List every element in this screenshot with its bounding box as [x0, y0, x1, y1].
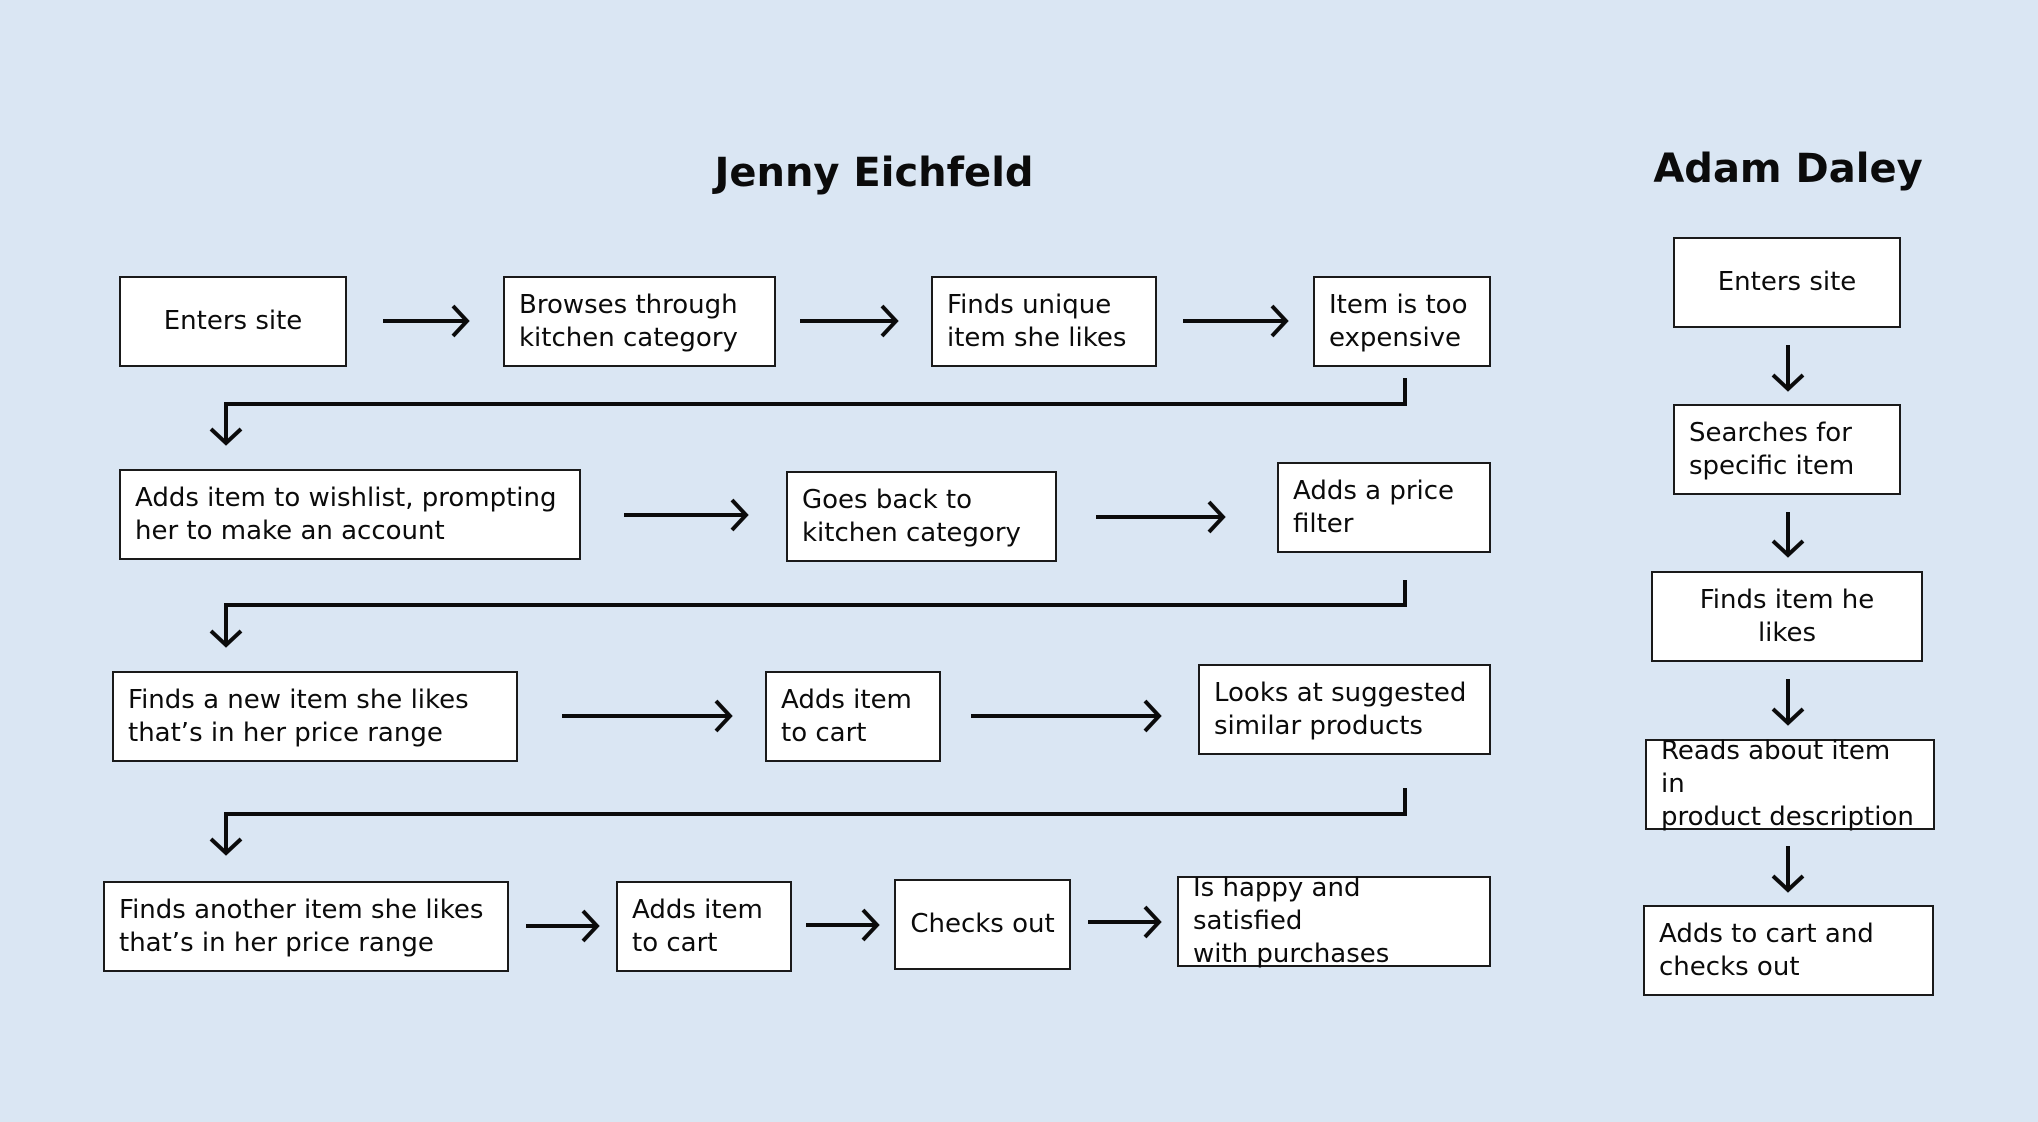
arrow-icon [800, 304, 899, 338]
arrow-icon [383, 304, 470, 338]
adam-step-searches-specific-item: Searches for specific item [1673, 404, 1901, 495]
jenny-step-looks-at-suggested-products: Looks at suggested similar products [1198, 664, 1491, 755]
jenny-step-enters-site: Enters site [119, 276, 347, 367]
arrow-icon [971, 699, 1162, 733]
jenny-step-browses-kitchen-category: Browses through kitchen category [503, 276, 776, 367]
jenny-step-happy-with-purchases: Is happy and satisfied with purchases [1177, 873, 1491, 969]
down-arrow-icon [1771, 345, 1805, 392]
arrow-icon [624, 498, 749, 532]
jenny-step-adds-to-wishlist: Adds item to wishlist, prompting her to … [119, 469, 581, 560]
wrap-arrow-icon [209, 580, 1407, 648]
jenny-step-adds-item-to-cart-1: Adds item to cart [765, 671, 941, 762]
wrap-arrow-icon [209, 378, 1407, 446]
jenny-step-adds-price-filter: Adds a price filter [1277, 462, 1491, 553]
adam-step-adds-to-cart-checks-out: Adds to cart and checks out [1643, 905, 1934, 996]
arrow-icon [526, 909, 600, 943]
wrap-arrow-icon [209, 788, 1407, 856]
jenny-step-item-too-expensive: Item is too expensive [1313, 276, 1491, 367]
down-arrow-icon [1771, 679, 1805, 726]
adam-step-finds-item: Finds item he likes [1651, 571, 1923, 662]
arrow-icon [562, 699, 733, 733]
down-arrow-icon [1771, 846, 1805, 893]
jenny-flow-title: Jenny Eichfeld [714, 150, 1034, 196]
jenny-step-finds-another-item: Finds another item she likes that’s in h… [103, 881, 509, 972]
arrow-icon [1096, 500, 1226, 534]
adam-flow-title: Adam Daley [1653, 146, 1923, 192]
arrow-icon [806, 908, 880, 942]
jenny-step-checks-out: Checks out [894, 879, 1071, 970]
jenny-step-goes-back-to-category: Goes back to kitchen category [786, 471, 1057, 562]
arrow-icon [1183, 304, 1289, 338]
jenny-step-adds-item-to-cart-2: Adds item to cart [616, 881, 792, 972]
adam-step-enters-site: Enters site [1673, 237, 1901, 328]
jenny-step-finds-unique-item: Finds unique item she likes [931, 276, 1157, 367]
down-arrow-icon [1771, 512, 1805, 558]
adam-step-reads-product-description: Reads about item in product description [1645, 736, 1935, 832]
jenny-step-finds-new-item: Finds a new item she likes that’s in her… [112, 671, 518, 762]
arrow-icon [1088, 905, 1162, 939]
